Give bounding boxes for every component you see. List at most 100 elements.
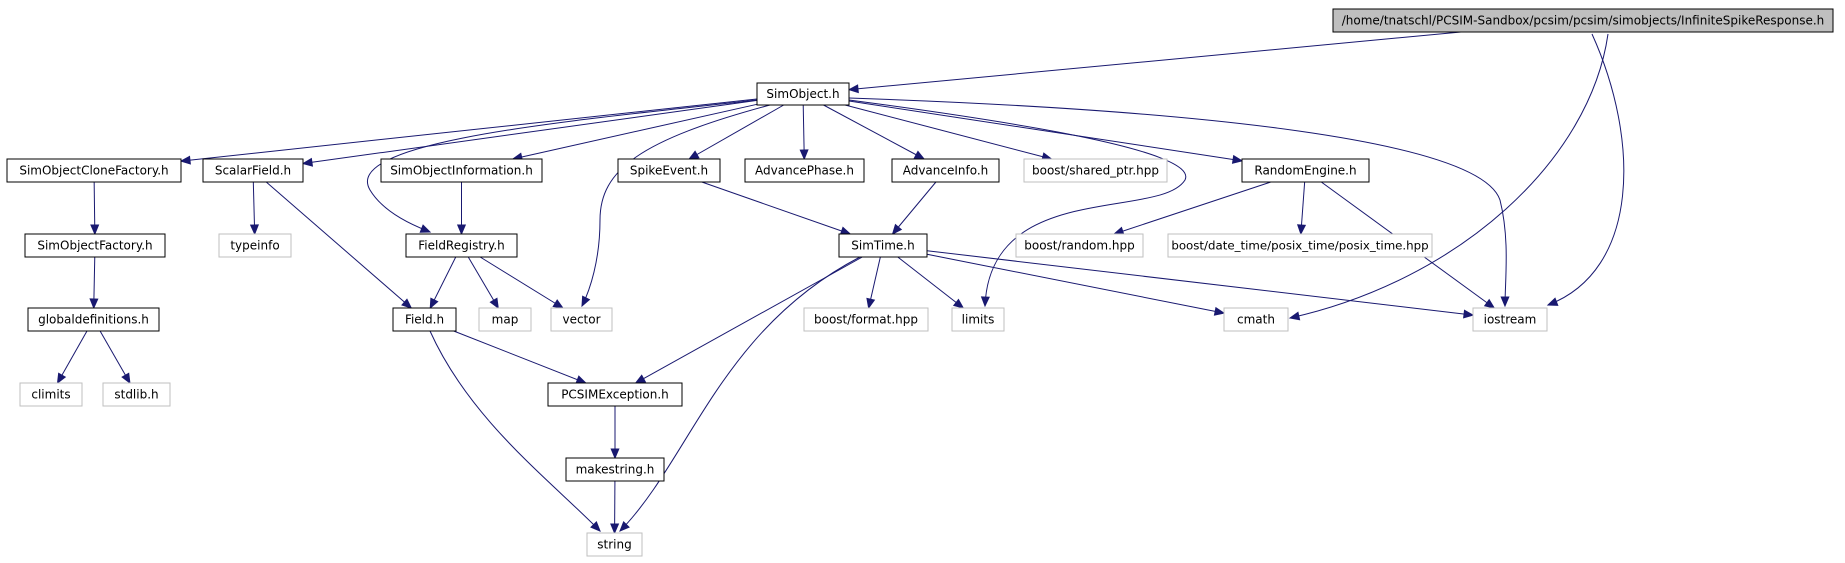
node-advanceinfo[interactable]: AdvanceInfo.h bbox=[891, 158, 1000, 183]
edge-arrowhead bbox=[610, 523, 620, 535]
node-label: AdvanceInfo.h bbox=[903, 164, 989, 178]
edge-simobject-to-advancephase bbox=[799, 104, 809, 161]
edge-field-to-pcsimexc bbox=[453, 330, 587, 384]
edge-fieldregistry-to-field bbox=[429, 256, 457, 310]
node-root[interactable]: /home/tnatschl/PCSIM-Sandbox/pcsim/pcsim… bbox=[1332, 8, 1834, 33]
node-map: map bbox=[478, 307, 532, 332]
edge-arrowhead bbox=[799, 149, 809, 161]
node-box bbox=[744, 158, 865, 183]
edge-simtime-to-string bbox=[619, 256, 861, 532]
edge-line bbox=[57, 330, 88, 384]
edge-arrowhead bbox=[1483, 298, 1496, 309]
node-label: makestring.h bbox=[576, 463, 655, 477]
node-label: globaldefinitions.h bbox=[38, 313, 149, 327]
node-box bbox=[1241, 158, 1370, 183]
node-label: boost/date_time/posix_time/posix_time.hp… bbox=[1171, 239, 1428, 253]
edge-layer bbox=[56, 31, 1625, 535]
edge-scalarfield-to-field bbox=[265, 181, 413, 309]
node-posixtime: boost/date_time/posix_time/posix_time.hp… bbox=[1167, 233, 1433, 258]
edge-arrowhead bbox=[90, 224, 100, 236]
edge-arrowhead bbox=[581, 295, 591, 308]
edge-simtime-to-iostream bbox=[926, 250, 1475, 319]
edge-randomengine-to-boostrandom bbox=[1112, 181, 1272, 236]
node-vector: vector bbox=[550, 307, 613, 332]
edge-arrowhead bbox=[552, 299, 564, 309]
node-stdlib: stdlib.h bbox=[102, 382, 171, 407]
edge-line bbox=[512, 103, 758, 160]
node-globaldefs[interactable]: globaldefinitions.h bbox=[27, 307, 160, 332]
edge-arrowhead bbox=[1231, 154, 1244, 164]
edge-arrowhead bbox=[610, 448, 620, 460]
edge-arrowhead bbox=[590, 521, 601, 532]
edge-root-to-iostream bbox=[1546, 33, 1625, 306]
node-box bbox=[586, 532, 643, 557]
node-label: boost/random.hpp bbox=[1024, 239, 1135, 253]
edge-line bbox=[429, 256, 457, 309]
node-label: SpikeEvent.h bbox=[630, 164, 708, 178]
node-cmath: cmath bbox=[1223, 307, 1289, 332]
node-box bbox=[405, 233, 518, 258]
node-limits: limits bbox=[951, 307, 1005, 332]
node-label: PCSIMException.h bbox=[561, 388, 669, 402]
edge-arrowhead bbox=[1463, 309, 1475, 319]
edge-simobject-to-randomengine bbox=[848, 100, 1244, 164]
node-objfactory[interactable]: SimObjectFactory.h bbox=[24, 233, 166, 258]
node-clonefactory[interactable]: SimObjectCloneFactory.h bbox=[6, 158, 182, 183]
node-objinfo[interactable]: SimObjectInformation.h bbox=[380, 158, 543, 183]
node-makestring[interactable]: makestring.h bbox=[565, 457, 665, 482]
node-box bbox=[202, 158, 304, 183]
edge-line bbox=[180, 98, 758, 162]
node-label: boost/format.hpp bbox=[814, 313, 918, 327]
node-simtime[interactable]: SimTime.h bbox=[838, 233, 928, 258]
edge-arrowhead bbox=[401, 298, 413, 309]
edge-arrowhead bbox=[419, 224, 432, 233]
node-label: limits bbox=[962, 313, 995, 327]
node-box bbox=[478, 307, 532, 332]
node-simobject[interactable]: SimObject.h bbox=[756, 82, 850, 106]
node-spikeevent[interactable]: SpikeEvent.h bbox=[617, 158, 721, 183]
edge-simobject-to-fieldregistry bbox=[367, 99, 758, 233]
node-fieldregistry[interactable]: FieldRegistry.h bbox=[405, 233, 518, 258]
node-iostream: iostream bbox=[1472, 307, 1548, 332]
node-box bbox=[1023, 158, 1168, 183]
edge-arrowhead bbox=[619, 521, 630, 532]
edge-arrowhead bbox=[1213, 306, 1226, 316]
node-boostformat: boost/format.hpp bbox=[803, 307, 929, 332]
edge-line bbox=[265, 181, 412, 309]
edge-arrowhead bbox=[301, 157, 314, 167]
node-box bbox=[756, 82, 850, 106]
node-box bbox=[550, 307, 613, 332]
node-box bbox=[951, 307, 1005, 332]
node-box bbox=[380, 158, 543, 183]
node-box bbox=[1332, 8, 1834, 33]
node-box bbox=[565, 457, 665, 482]
edge-root-to-simobject bbox=[847, 31, 1462, 94]
edge-globaldefs-to-climits bbox=[56, 330, 88, 385]
node-boostrandom: boost/random.hpp bbox=[1015, 233, 1144, 258]
edge-simobject-to-vector bbox=[581, 104, 771, 308]
node-randomengine[interactable]: RandomEngine.h bbox=[1241, 158, 1370, 183]
node-label: climits bbox=[31, 388, 70, 402]
edge-arrowhead bbox=[891, 223, 903, 235]
edge-line bbox=[926, 253, 1225, 314]
node-label: typeinfo bbox=[230, 239, 279, 253]
node-box bbox=[1167, 233, 1433, 258]
edge-arrowhead bbox=[249, 224, 259, 236]
edge-arrowhead bbox=[89, 298, 99, 310]
edge-arrowhead bbox=[1546, 297, 1559, 306]
node-box bbox=[1223, 307, 1289, 332]
node-label: SimObjectCloneFactory.h bbox=[19, 164, 168, 178]
node-scalarfield[interactable]: ScalarField.h bbox=[202, 158, 304, 183]
edge-arrowhead bbox=[1500, 296, 1510, 308]
node-field[interactable]: Field.h bbox=[392, 307, 457, 332]
node-advancephase[interactable]: AdvancePhase.h bbox=[744, 158, 865, 183]
edge-objfactory-to-globaldefs bbox=[89, 256, 99, 310]
node-box bbox=[803, 307, 929, 332]
node-label: FieldRegistry.h bbox=[418, 239, 505, 253]
node-box bbox=[218, 233, 292, 258]
node-pcsimexc[interactable]: PCSIMException.h bbox=[547, 382, 683, 407]
edge-arrowhead bbox=[980, 296, 990, 308]
edge-arrowhead bbox=[429, 297, 439, 310]
edge-line bbox=[848, 100, 1243, 162]
